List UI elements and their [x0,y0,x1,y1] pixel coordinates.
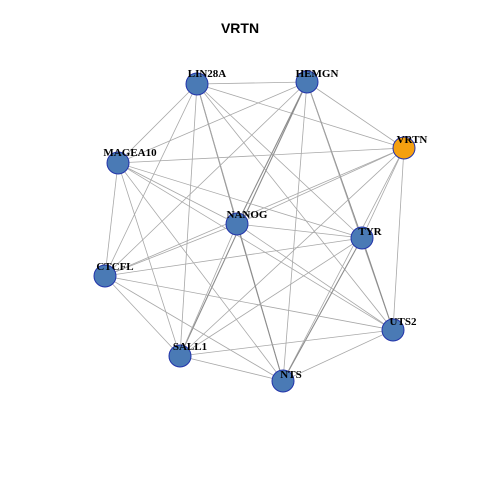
edge-hemgn-vrtn [306,81,405,149]
node-tyr[interactable] [350,226,374,250]
edge-vrtn-ctcfl [104,147,405,277]
edge-ctcfl-sall1 [104,275,181,357]
edge-tyr-sall1 [179,237,363,357]
edge-vrtn-uts2 [392,147,405,331]
edge-lin28a-tyr [196,83,363,239]
edge-vrtn-tyr [361,147,405,239]
edge-nanog-sall1 [179,223,238,357]
edge-vrtn-magea10 [117,147,405,164]
edge-uts2-nts [282,329,394,382]
edge-lin28a-vrtn [196,83,405,149]
edge-magea10-sall1 [117,162,181,357]
node-label-vrtn: VRTN [397,134,428,146]
node-label-nanog: NANOG [227,209,268,221]
node-label-magea10: MAGEA10 [103,147,157,159]
edge-magea10-ctcfl [104,162,119,277]
node-sall1[interactable] [168,344,192,368]
edge-vrtn-nts [282,147,405,382]
node-label-hemgn: HEMGN [296,68,339,80]
node-ctcfl[interactable] [93,264,117,288]
edge-hemgn-nts [282,81,308,382]
node-vrtn[interactable] [392,136,416,160]
edge-vrtn-nanog [236,147,405,225]
edge-hemgn-nanog [236,81,308,225]
graph-title: VRTN [220,20,260,36]
edge-lin28a-uts2 [196,83,394,331]
node-label-lin28a: LIN28A [188,68,227,80]
node-magea10[interactable] [106,151,130,175]
edge-hemgn-magea10 [117,81,308,164]
node-nanog[interactable] [225,212,249,236]
edge-lin28a-magea10 [117,83,198,164]
node-label-sall1: SALL1 [173,341,207,353]
edge-tyr-nts [282,237,363,382]
node-lin28a[interactable] [185,72,209,96]
edge-ctcfl-nts [104,275,284,382]
node-hemgn[interactable] [295,70,319,94]
node-nts[interactable] [271,369,295,393]
node-label-uts2: UTS2 [390,316,417,328]
edge-magea10-nanog [117,162,238,225]
node-label-tyr: TYR [358,226,382,238]
edge-uts2-sall1 [179,329,394,357]
node-layer [93,70,416,393]
edge-hemgn-ctcfl [104,81,308,277]
edge-layer [104,81,405,382]
edge-magea10-uts2 [117,162,394,331]
edge-ctcfl-uts2 [104,275,394,331]
edge-tyr-ctcfl [104,237,363,277]
edge-tyr-uts2 [361,237,394,331]
edge-nanog-ctcfl [104,223,238,277]
edge-lin28a-sall1 [179,83,198,357]
edge-nanog-tyr [236,223,363,239]
edge-sall1-nts [179,355,284,382]
edge-nanog-uts2 [236,223,394,331]
node-label-ctcfl: CTCFL [96,261,133,273]
node-label-nts: NTS [280,369,301,381]
node-uts2[interactable] [381,318,405,342]
edge-magea10-nts [117,162,284,382]
edge-vrtn-sall1 [179,147,405,357]
edge-lin28a-hemgn [196,81,308,85]
edge-nanog-nts [236,223,284,382]
edge-magea10-tyr [117,162,363,239]
